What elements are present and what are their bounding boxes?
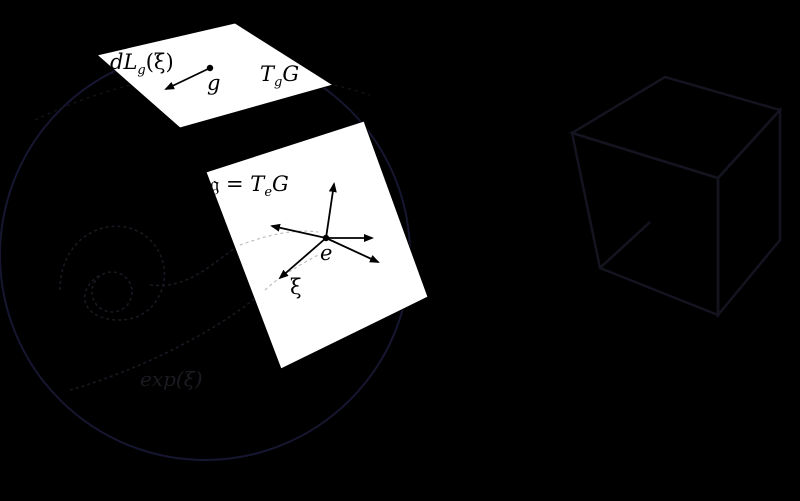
vector-xi <box>278 237 327 280</box>
vector-lower-right <box>325 237 380 263</box>
vector-up <box>325 182 337 239</box>
xi-label: ξ <box>290 275 302 299</box>
point-g <box>206 64 214 72</box>
tangent-plane-g: dLg(ξ) g TgG <box>95 22 335 129</box>
cube-inner-edge <box>599 221 651 269</box>
basis-vectors <box>270 182 380 280</box>
vector-left <box>270 223 327 239</box>
identity-label: e <box>320 241 332 265</box>
tangent-space-g-label: TgG <box>260 62 299 90</box>
tangent-plane-g-sheet <box>95 22 335 129</box>
exp-label: exp(ξ) <box>140 367 203 391</box>
exp-continuation <box>264 254 319 291</box>
manifold-continuation <box>239 230 319 246</box>
cube-side-face <box>716 106 782 319</box>
identity-point <box>322 234 330 242</box>
ghost-cube <box>568 75 783 319</box>
lie-algebra-label: 𝔤 = TeG <box>210 172 289 200</box>
lie-algebra-plane: 𝔤 = TeG e ξ <box>205 120 429 370</box>
pushforward-vector <box>164 67 211 90</box>
exp-curve <box>69 289 266 391</box>
curve-to-identity <box>149 244 241 287</box>
point-g-label: g <box>207 71 220 95</box>
inner-circle <box>91 271 133 313</box>
inner-loop <box>59 225 166 321</box>
pushforward-label: dLg(ξ) <box>110 50 174 78</box>
